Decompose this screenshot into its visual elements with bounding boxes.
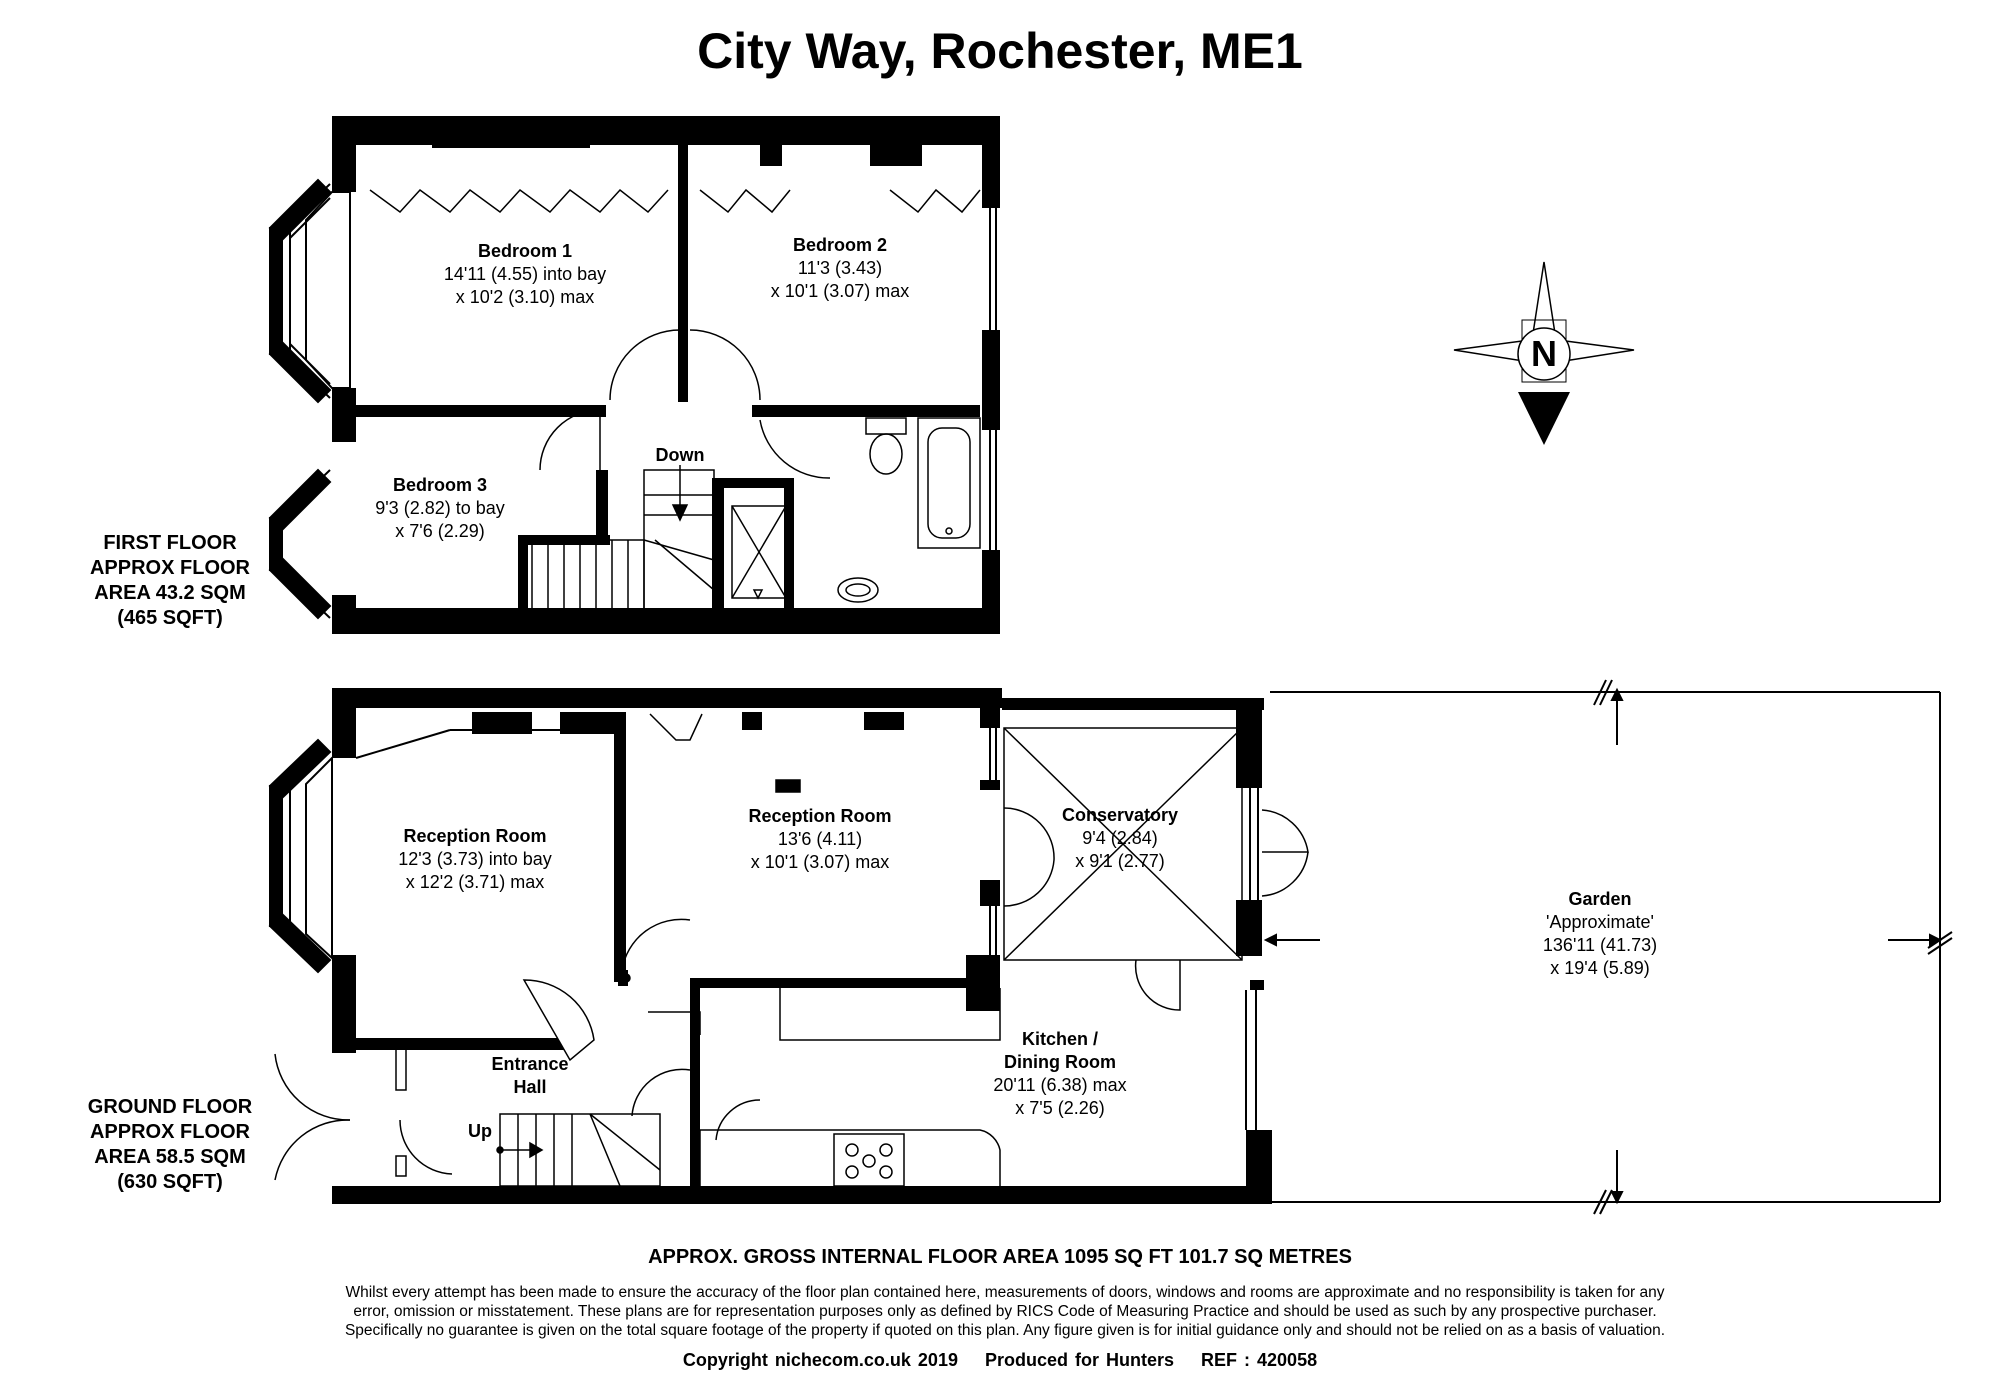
kitchen-fixtures — [621, 973, 1001, 1187]
ground-floor-walls — [332, 688, 1272, 1204]
room-name: Conservatory — [1061, 805, 1179, 825]
conservatory-frame — [1003, 727, 1309, 1011]
disclaimer-line: Whilst every attempt has been made to en… — [345, 1284, 1665, 1301]
room-reception-front: Reception Room 12'3 (3.73) into bay x 12… — [350, 825, 600, 894]
first-floor-bays — [268, 178, 997, 620]
room-name: Bedroom 3 — [392, 475, 488, 495]
room-dimension: x 7'5 (2.26) — [1015, 1098, 1105, 1118]
room-name: Reception Room — [748, 806, 892, 826]
room-dimension: x 12'2 (3.71) max — [405, 872, 545, 892]
stairs-up-label: Up — [468, 1121, 492, 1141]
room-dimension: x 10'1 (3.07) max — [750, 852, 890, 872]
room-name: Entrance — [491, 1054, 569, 1074]
room-name: Garden — [1568, 889, 1632, 909]
copyright-text: Copyright nichecom.co.uk 2019 — [682, 1350, 958, 1370]
gross-internal-area: APPROX. GROSS INTERNAL FLOOR AREA 1095 S… — [648, 1246, 1352, 1268]
room-name: Bedroom 2 — [792, 235, 888, 255]
room-dimension: 20'11 (6.38) max — [993, 1075, 1127, 1095]
ground-floor-area-label: GROUND FLOOR APPROX FLOOR AREA 58.5 SQM … — [60, 1095, 280, 1195]
produced-for-text: Produced for Hunters — [984, 1350, 1175, 1370]
footer: Copyright nichecom.co.uk 2019 Produced f… — [0, 1350, 2000, 1371]
room-name: Reception Room — [403, 826, 547, 846]
garden-boundary — [1263, 679, 1953, 1215]
room-dimension: 'Approximate' — [1546, 912, 1654, 932]
room-name: Kitchen / — [1021, 1029, 1098, 1049]
room-dimension: 13'6 (4.11) — [777, 829, 863, 849]
floor-label-line: (630 SQFT) — [117, 1171, 223, 1193]
room-dimension: x 7'6 (2.29) — [395, 521, 485, 541]
room-bedroom-3: Bedroom 3 9'3 (2.82) to bay x 7'6 (2.29) — [360, 474, 520, 543]
room-kitchen-dining: Kitchen / Dining Room 20'11 (6.38) max x… — [960, 1028, 1160, 1120]
ground-floor-doors — [274, 713, 801, 1181]
room-dimension: x 9'1 (2.77) — [1075, 851, 1165, 871]
room-dimension: x 10'2 (3.10) max — [455, 287, 595, 307]
room-entrance-hall: Entrance Hall — [470, 1053, 590, 1099]
floor-label-line: GROUND FLOOR — [87, 1096, 253, 1118]
room-dimension: 14'11 (4.55) into bay — [443, 264, 607, 284]
ground-floor-bays — [268, 728, 1259, 1130]
floor-label-line: (465 SQFT) — [117, 607, 223, 629]
room-dimension: x 10'1 (3.07) max — [770, 281, 910, 301]
room-bedroom-1: Bedroom 1 14'11 (4.55) into bay x 10'2 (… — [390, 240, 660, 309]
disclaimer-line: error, omission or misstatement. These p… — [353, 1303, 1657, 1320]
floor-label-line: APPROX FLOOR — [89, 557, 250, 579]
first-floor-stairs — [531, 465, 715, 611]
room-dimension: x 19'4 (5.89) — [1550, 958, 1650, 978]
room-dimension: 136'11 (41.73) — [1542, 935, 1658, 955]
compass-north-letter: N — [1531, 333, 1557, 374]
room-bedroom-2: Bedroom 2 11'3 (3.43) x 10'1 (3.07) max — [720, 234, 960, 303]
ground-floor-stairs — [496, 1113, 661, 1187]
floor-label-line: APPROX FLOOR — [89, 1121, 250, 1143]
stairs-down-label: Down — [655, 445, 705, 465]
room-conservatory: Conservatory 9'4 (2.84) x 9'1 (2.77) — [1040, 804, 1200, 873]
room-dimension: 11'3 (3.43) — [797, 258, 883, 278]
compass-rose — [1453, 261, 1635, 445]
plan-title: City Way, Rochester, ME1 — [697, 23, 1303, 79]
room-dimension: 9'3 (2.82) to bay — [375, 498, 505, 518]
area-garden: Garden 'Approximate' 136'11 (41.73) x 19… — [1500, 888, 1700, 980]
reference-number: REF : 420058 — [1201, 1350, 1318, 1370]
room-name: Bedroom 1 — [477, 241, 573, 261]
disclaimer-line: Specifically no guarantee is given on th… — [344, 1322, 1666, 1339]
floor-label-line: FIRST FLOOR — [103, 532, 237, 554]
room-dimension: 9'4 (2.84) — [1082, 828, 1158, 848]
first-floor-walls — [332, 116, 1000, 634]
room-dimension: 12'3 (3.73) into bay — [398, 849, 552, 869]
floor-label-line: AREA 43.2 SQM — [94, 582, 246, 604]
bathroom-fixtures — [731, 417, 981, 603]
floor-label-line: AREA 58.5 SQM — [94, 1146, 246, 1168]
disclaimer-text: Whilst every attempt has been made to en… — [240, 1283, 1770, 1340]
first-floor-area-label: FIRST FLOOR APPROX FLOOR AREA 43.2 SQM (… — [60, 531, 280, 631]
room-reception-rear: Reception Room 13'6 (4.11) x 10'1 (3.07)… — [700, 805, 940, 874]
room-name-line-2: Hall — [513, 1077, 547, 1097]
wardrobe-doors — [369, 188, 981, 479]
room-name-line-2: Dining Room — [1004, 1052, 1116, 1072]
